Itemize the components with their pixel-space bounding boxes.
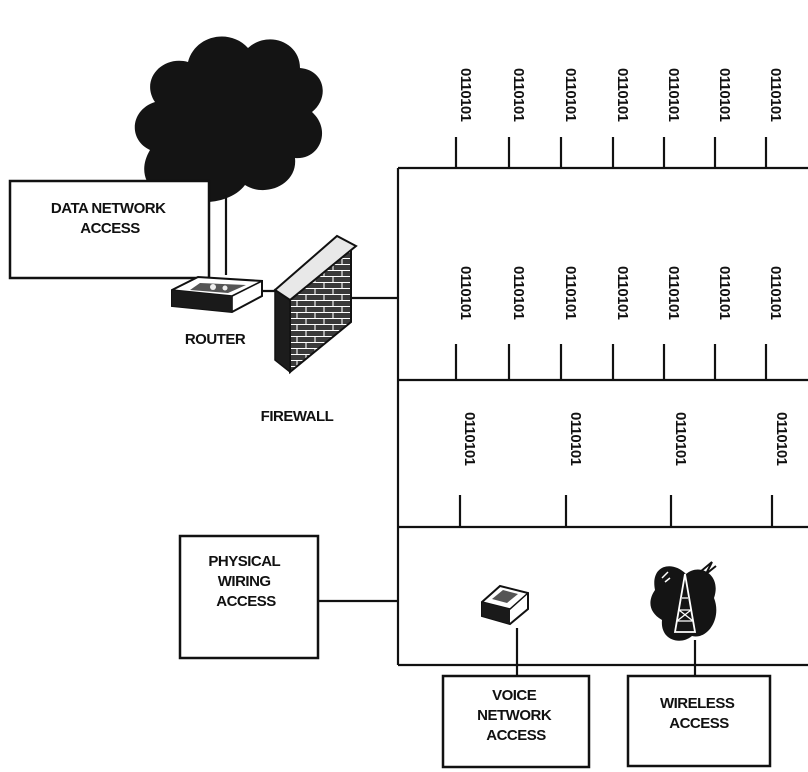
bit-pattern-label: 0110101 — [716, 68, 733, 122]
bit-pattern-label: 0110101 — [614, 266, 631, 320]
data-network-access-box: DATA NETWORK ACCESS — [8, 179, 211, 280]
data-network-access-label: DATA NETWORK ACCESS — [51, 200, 169, 237]
bit-pattern-label: 0110101 — [562, 68, 579, 122]
bit-pattern-label: 0110101 — [562, 266, 579, 320]
voice-network-access-label: VOICE NETWORK ACCESS — [477, 687, 555, 744]
voice-device-icon — [481, 584, 529, 626]
bit-pattern-label: 0110101 — [716, 266, 733, 320]
bit-pattern-label: 0110101 — [767, 266, 784, 320]
bit-pattern-label: 0110101 — [457, 68, 474, 122]
wireless-access-box: WIRELESS ACCESS — [626, 665, 772, 768]
voice-network-access-box: VOICE NETWORK ACCESS — [441, 665, 591, 769]
bit-pattern-label: 0110101 — [672, 412, 689, 466]
router-label: ROUTER — [185, 331, 246, 348]
bit-pattern-label: 0110101 — [614, 68, 631, 122]
bit-pattern-label: 0110101 — [773, 412, 790, 466]
bit-stream-drops: 0110101 0110101 0110101 0110101 0110101 01101… — [454, 68, 790, 527]
bit-pattern-label: 0110101 — [665, 68, 682, 122]
router-icon — [171, 275, 263, 314]
bit-pattern-label: 0110101 — [510, 68, 527, 122]
bit-pattern-label: 0110101 — [767, 68, 784, 122]
bit-pattern-label: 0110101 — [665, 266, 682, 320]
bit-pattern-label: 0110101 — [510, 266, 527, 320]
firewall-wall-icon — [273, 234, 358, 375]
bit-pattern-label: 0110101 — [567, 412, 584, 466]
wireless-access-label: WIRELESS ACCESS — [660, 695, 738, 732]
firewall-label: FIREWALL — [261, 408, 334, 425]
bit-pattern-label: 0110101 — [457, 266, 474, 320]
network-bus-frame — [396, 166, 808, 667]
wireless-tower-icon — [650, 561, 717, 641]
physical-wiring-access-label: PHYSICAL WIRING ACCESS — [208, 553, 283, 610]
bit-pattern-label: 0110101 — [461, 412, 478, 466]
physical-wiring-access-box: PHYSICAL WIRING ACCESS — [178, 534, 320, 660]
internet-cloud-icon — [134, 36, 323, 275]
